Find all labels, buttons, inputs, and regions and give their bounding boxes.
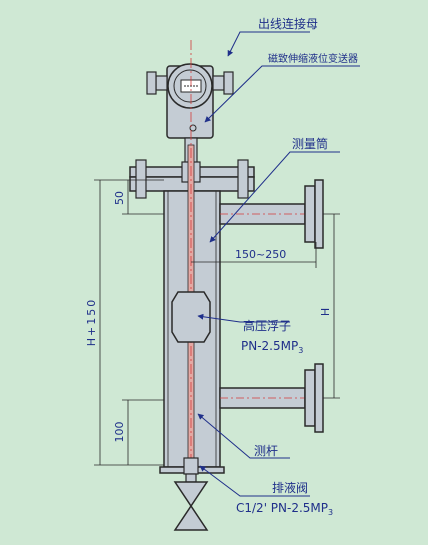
- label-measuring-tube: 测量筒: [292, 136, 328, 151]
- dim-top-offset: 50: [113, 191, 126, 205]
- label-drain-spec-sub: 3: [328, 508, 333, 517]
- label-rod: 测杆: [254, 444, 278, 458]
- float: [171, 291, 211, 343]
- lower-nozzle: [219, 363, 324, 433]
- dim-nozzle-length: 150~250: [235, 248, 286, 261]
- dim-total-height: H+150: [85, 298, 98, 346]
- label-outlet-nut: 出线连接母: [258, 16, 318, 31]
- label-drain-spec: C1/2' PN-2.5MP3: [236, 501, 333, 517]
- label-drain-valve: 排液阀: [272, 480, 308, 495]
- drain-valve: [173, 457, 209, 531]
- label-transmitter: 磁致伸缩液位变送器: [268, 52, 358, 65]
- transmitter-head: [146, 63, 234, 169]
- label-float-pressure-sub: 3: [298, 346, 303, 355]
- label-float-pressure: PN-2.5MP3: [241, 339, 303, 355]
- dim-nozzle-spacing: H: [319, 308, 332, 316]
- dim-bottom-offset: 100: [113, 422, 126, 443]
- label-float-pressure-main: PN-2.5MP: [241, 339, 298, 353]
- leader-lines: [197, 31, 360, 497]
- dimension-lines: [94, 179, 340, 466]
- label-drain-spec-main: C1/2' PN-2.5MP: [236, 501, 328, 515]
- label-high-pressure-float: 高压浮子: [243, 318, 291, 333]
